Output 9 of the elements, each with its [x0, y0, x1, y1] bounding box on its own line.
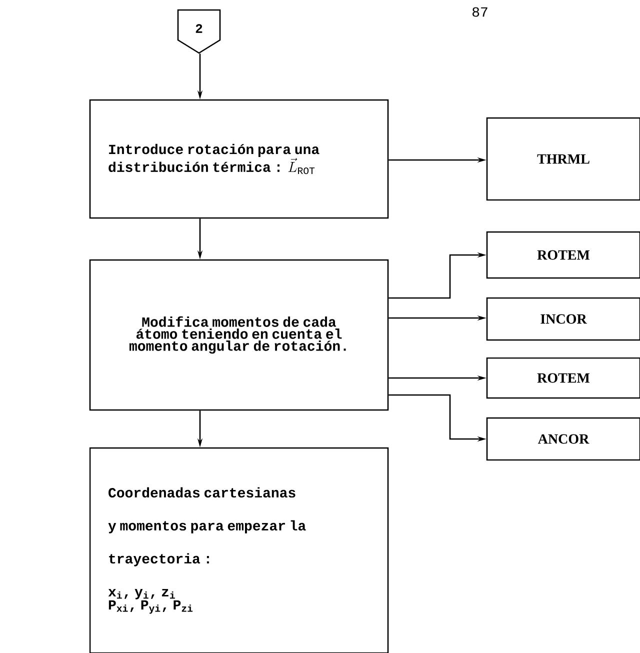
page-number: 87	[472, 7, 488, 17]
process-box: INCOR	[486, 297, 640, 341]
process-box: Introduce rotación para una distribución térmica : $\vec{L}_{\mathrm{ROT}}$	[89, 99, 389, 219]
process-box: Modifica momentos de cada átomo teniendo en cuenta el momento angular de rotación.	[89, 259, 389, 411]
process-box: ROTEM	[486, 357, 640, 399]
process-box: ROTEM	[486, 231, 640, 279]
process-box: ANCOR	[486, 417, 640, 461]
process-box: Coordenadas cartesianas y momentos para empezar la trayectoria : x$_{i}$, y$_{i}$, z$_{i}$ P$_{xi}$, P$_{yi}$, P$_{zi}$	[89, 447, 389, 653]
process-box: THRML	[486, 117, 640, 201]
